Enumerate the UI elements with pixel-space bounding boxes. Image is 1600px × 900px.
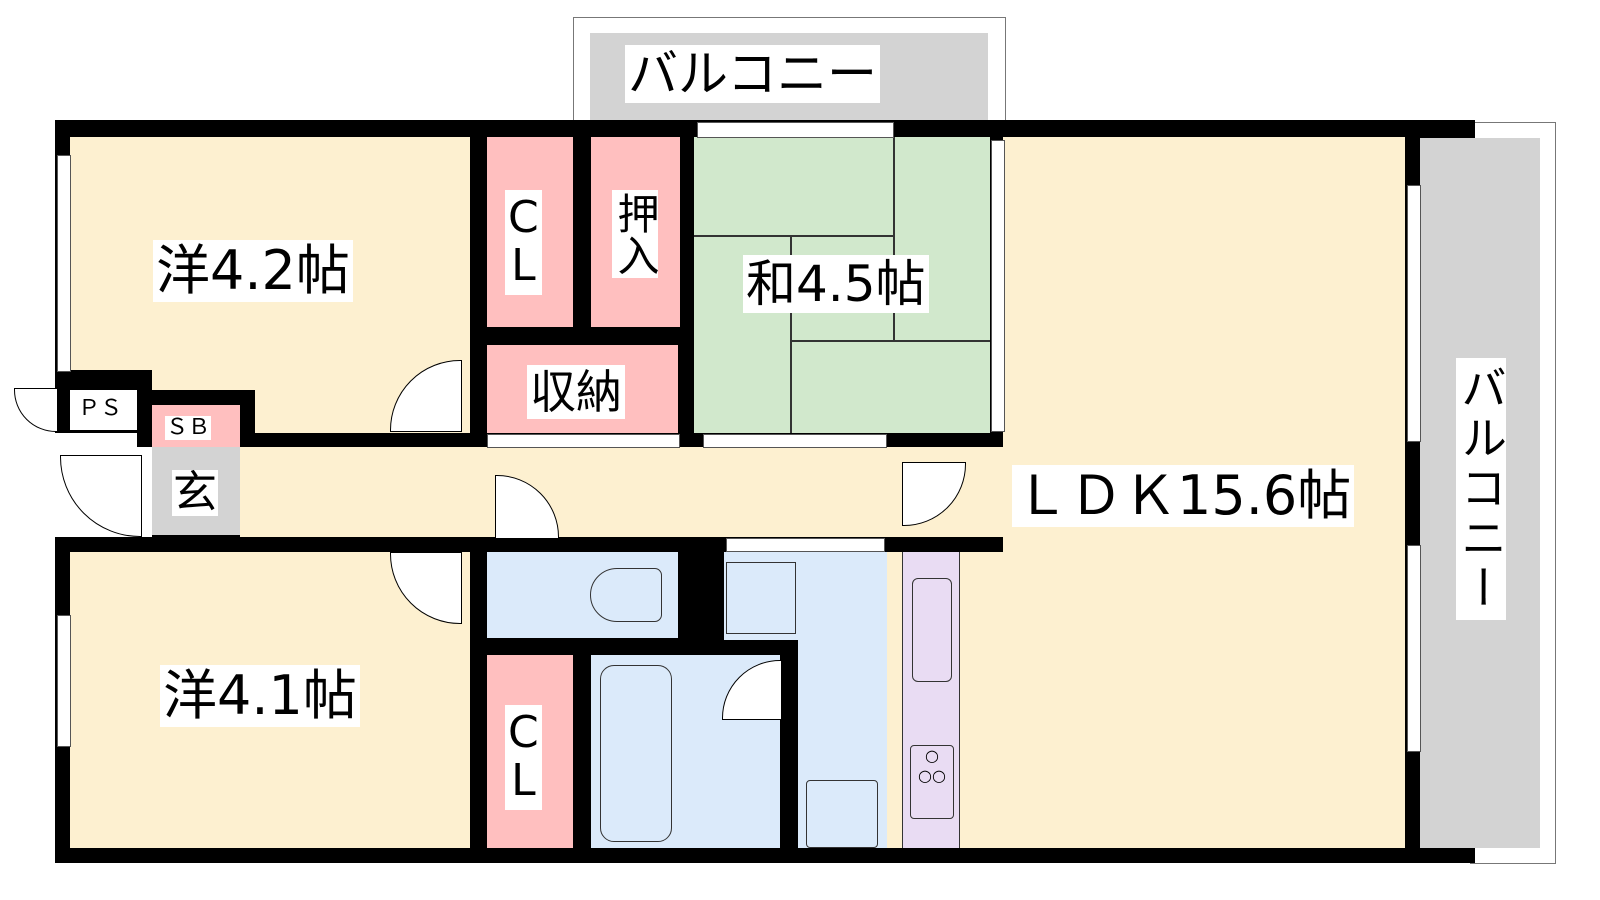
sb-label: ＳＢ: [165, 415, 212, 440]
washing-machine-icon: [726, 562, 796, 634]
closet-l: L: [511, 755, 536, 807]
balcony-right-label: バルコニー: [1454, 358, 1508, 620]
door-ps[interactable]: [14, 388, 58, 432]
hallway: [240, 447, 1005, 537]
window-right-2: [1407, 545, 1421, 752]
western-room-1-label: 洋4.2帖: [153, 240, 353, 302]
storage-label: 収納: [527, 365, 625, 419]
washroom-sliding-door[interactable]: [726, 538, 885, 552]
kitchen-counter: [902, 552, 960, 848]
japanese-sliding-door[interactable]: [703, 434, 887, 448]
balcony-top-label: バルコニー: [625, 45, 880, 103]
window-japanese: [991, 140, 1005, 432]
bathtub-icon: [600, 665, 672, 842]
stove-icon: ○○○: [910, 745, 954, 819]
ldk-label: ＬＤＫ15.6帖: [1012, 465, 1355, 527]
storage-sliding-door[interactable]: [487, 434, 680, 448]
balcony-right-frame: [1470, 122, 1556, 864]
window-right-1: [1407, 185, 1421, 442]
window-top: [697, 122, 894, 138]
western-room-2-label: 洋4.1帖: [160, 665, 360, 727]
closet-c: C: [508, 192, 539, 243]
toilet-icon: [590, 568, 662, 622]
oshiire-label: 押入: [611, 190, 660, 278]
window-left-2: [57, 615, 71, 747]
ps-label: ＰＳ: [77, 396, 124, 421]
sink-icon: [912, 578, 952, 682]
japanese-room-label: 和4.5帖: [743, 255, 929, 313]
window-left-1: [57, 155, 71, 372]
closet-l: L: [511, 240, 536, 292]
balcony-top-frame: [573, 17, 1006, 127]
entrance-label: 玄: [172, 467, 218, 518]
washbasin-icon: [806, 780, 878, 848]
closet-c: C: [508, 707, 539, 758]
